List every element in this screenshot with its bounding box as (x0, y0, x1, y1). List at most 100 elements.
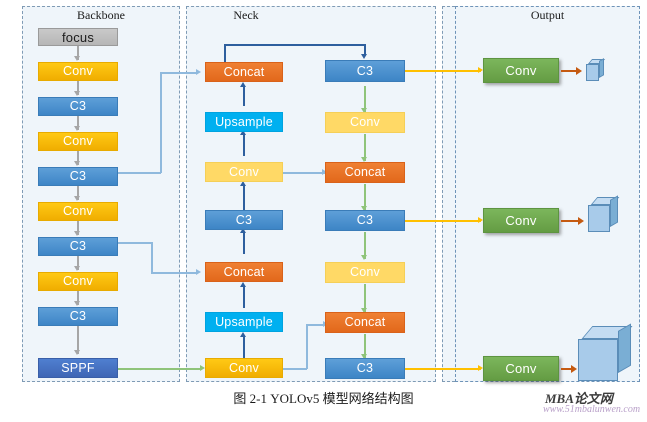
block-neck-c3-right-2[interactable]: C3 (325, 210, 405, 231)
arrow-concat-bridge (361, 54, 367, 59)
panel-title-output: Output (530, 8, 565, 22)
connector-backbone (77, 291, 79, 305)
connector-output-2 (561, 220, 580, 222)
arrow-backbone (74, 301, 80, 306)
connector-neck-left (243, 185, 245, 210)
arrow-head-3 (478, 364, 483, 371)
block-neck-conv-2[interactable]: Conv (205, 358, 283, 378)
cuboid-side-face (618, 323, 631, 373)
arrow-neck-left (240, 332, 246, 337)
arrow-neck-left (240, 181, 246, 186)
cuboid-front-face (578, 339, 618, 381)
arrow-neck-right (361, 157, 367, 162)
block-backbone-conv-3[interactable]: Conv (38, 202, 118, 221)
watermark-url: www.51mbalunwen.com (543, 404, 641, 415)
skip-connection-p4 (118, 172, 161, 174)
connector-neck-right (364, 284, 366, 312)
block-neck-concat-right-1[interactable]: Concat (325, 162, 405, 183)
arrow-neck-left (240, 130, 246, 135)
figure-caption: 图 2-1 YOLOv5 模型网络结构图 (233, 391, 414, 406)
connector-neck-right (364, 334, 366, 358)
output-tensor-large (578, 323, 640, 386)
connector-concat-bridge (224, 44, 365, 46)
block-backbone-c3-4[interactable]: C3 (38, 307, 118, 326)
connector-neck-lateral-2 (283, 368, 307, 370)
watermark-brand: MBA论文网 (545, 391, 613, 406)
block-neck-c3-right-1[interactable]: C3 (325, 60, 405, 82)
arrow-neck-right (361, 206, 367, 211)
connector-backbone (77, 151, 79, 165)
arrow-output-1 (576, 67, 582, 75)
block-backbone-conv-2[interactable]: Conv (38, 132, 118, 151)
block-neck-concat-2[interactable]: Concat (205, 262, 283, 282)
connector-backbone (77, 81, 79, 95)
block-output-conv-3[interactable]: Conv (483, 356, 559, 381)
panel-title-backbone: Backbone (77, 8, 125, 22)
block-neck-conv-1[interactable]: Conv (205, 162, 283, 182)
block-backbone-c3-3[interactable]: C3 (38, 237, 118, 256)
connector-neck-left (243, 336, 245, 358)
block-neck-c3-left-1[interactable]: C3 (205, 210, 283, 230)
block-neck-conv-right-1[interactable]: Conv (325, 112, 405, 133)
block-neck-concat-right-2[interactable]: Concat (325, 312, 405, 333)
block-neck-upsample-1[interactable]: Upsample (205, 112, 283, 132)
connector-neck-left (243, 232, 245, 254)
block-output-conv-2[interactable]: Conv (483, 208, 559, 233)
block-output-conv-1[interactable]: Conv (483, 58, 559, 83)
block-backbone-conv-1[interactable]: Conv (38, 62, 118, 81)
connector-concat-bridge (364, 44, 366, 56)
skip-connection-p4 (160, 72, 198, 74)
arrow-neck-right (361, 255, 367, 260)
block-sppf[interactable]: SPPF (38, 358, 118, 378)
arrow-neck-left (240, 82, 246, 87)
connector-backbone (77, 186, 79, 200)
arrow-skip-p4 (196, 69, 201, 75)
arrow-backbone (74, 266, 80, 271)
skip-connection-p3 (118, 242, 152, 244)
connector-backbone (77, 221, 79, 235)
cuboid-front-face (586, 64, 599, 81)
output-tensor-small (586, 58, 610, 83)
block-neck-c3-right-3[interactable]: C3 (325, 358, 405, 379)
connector-neck-left (243, 134, 245, 156)
block-backbone-c3-1[interactable]: C3 (38, 97, 118, 116)
arrow-backbone (74, 56, 80, 61)
connector-neck-lateral-2 (306, 324, 308, 369)
block-backbone-c3-2[interactable]: C3 (38, 167, 118, 186)
skip-connection-p3 (151, 242, 153, 273)
output-tensor-medium (588, 195, 624, 237)
arrow-neck-left (240, 228, 246, 233)
connector-neck-left (243, 286, 245, 308)
connector-sppf-to-neck (118, 368, 202, 370)
connector-output-1 (561, 70, 578, 72)
cuboid-side-face (610, 195, 618, 227)
connector-head-1 (405, 70, 481, 72)
connector-backbone-to-sppf (77, 326, 79, 354)
arrow-neck-lateral-1 (322, 168, 327, 175)
arrow-backbone (74, 91, 80, 96)
arrow-output-2 (578, 217, 584, 225)
block-backbone-conv-4[interactable]: Conv (38, 272, 118, 291)
connector-concat-bridge (224, 44, 226, 62)
arrow-backbone (74, 126, 80, 131)
arrow-skip-p3 (196, 269, 201, 275)
connector-backbone (77, 46, 79, 60)
skip-connection-p3 (151, 272, 198, 274)
arrow-neck-right (361, 308, 367, 313)
arrow-neck-right (361, 354, 367, 359)
connector-neck-right (364, 86, 366, 112)
arrow-head-1 (478, 66, 483, 73)
block-neck-upsample-2[interactable]: Upsample (205, 312, 283, 332)
block-neck-concat-1[interactable]: Concat (205, 62, 283, 82)
cuboid-front-face (588, 205, 610, 232)
block-neck-conv-right-2[interactable]: Conv (325, 262, 405, 283)
arrow-neck-right (361, 108, 367, 113)
arrow-head-2 (478, 216, 483, 223)
arrow-sppf-to-neck (200, 364, 205, 371)
arrow-output-3 (571, 365, 577, 373)
block-focus[interactable]: focus (38, 28, 118, 46)
connector-output-3 (561, 368, 573, 370)
connector-neck-left (243, 86, 245, 106)
connector-neck-lateral-1 (283, 172, 325, 174)
